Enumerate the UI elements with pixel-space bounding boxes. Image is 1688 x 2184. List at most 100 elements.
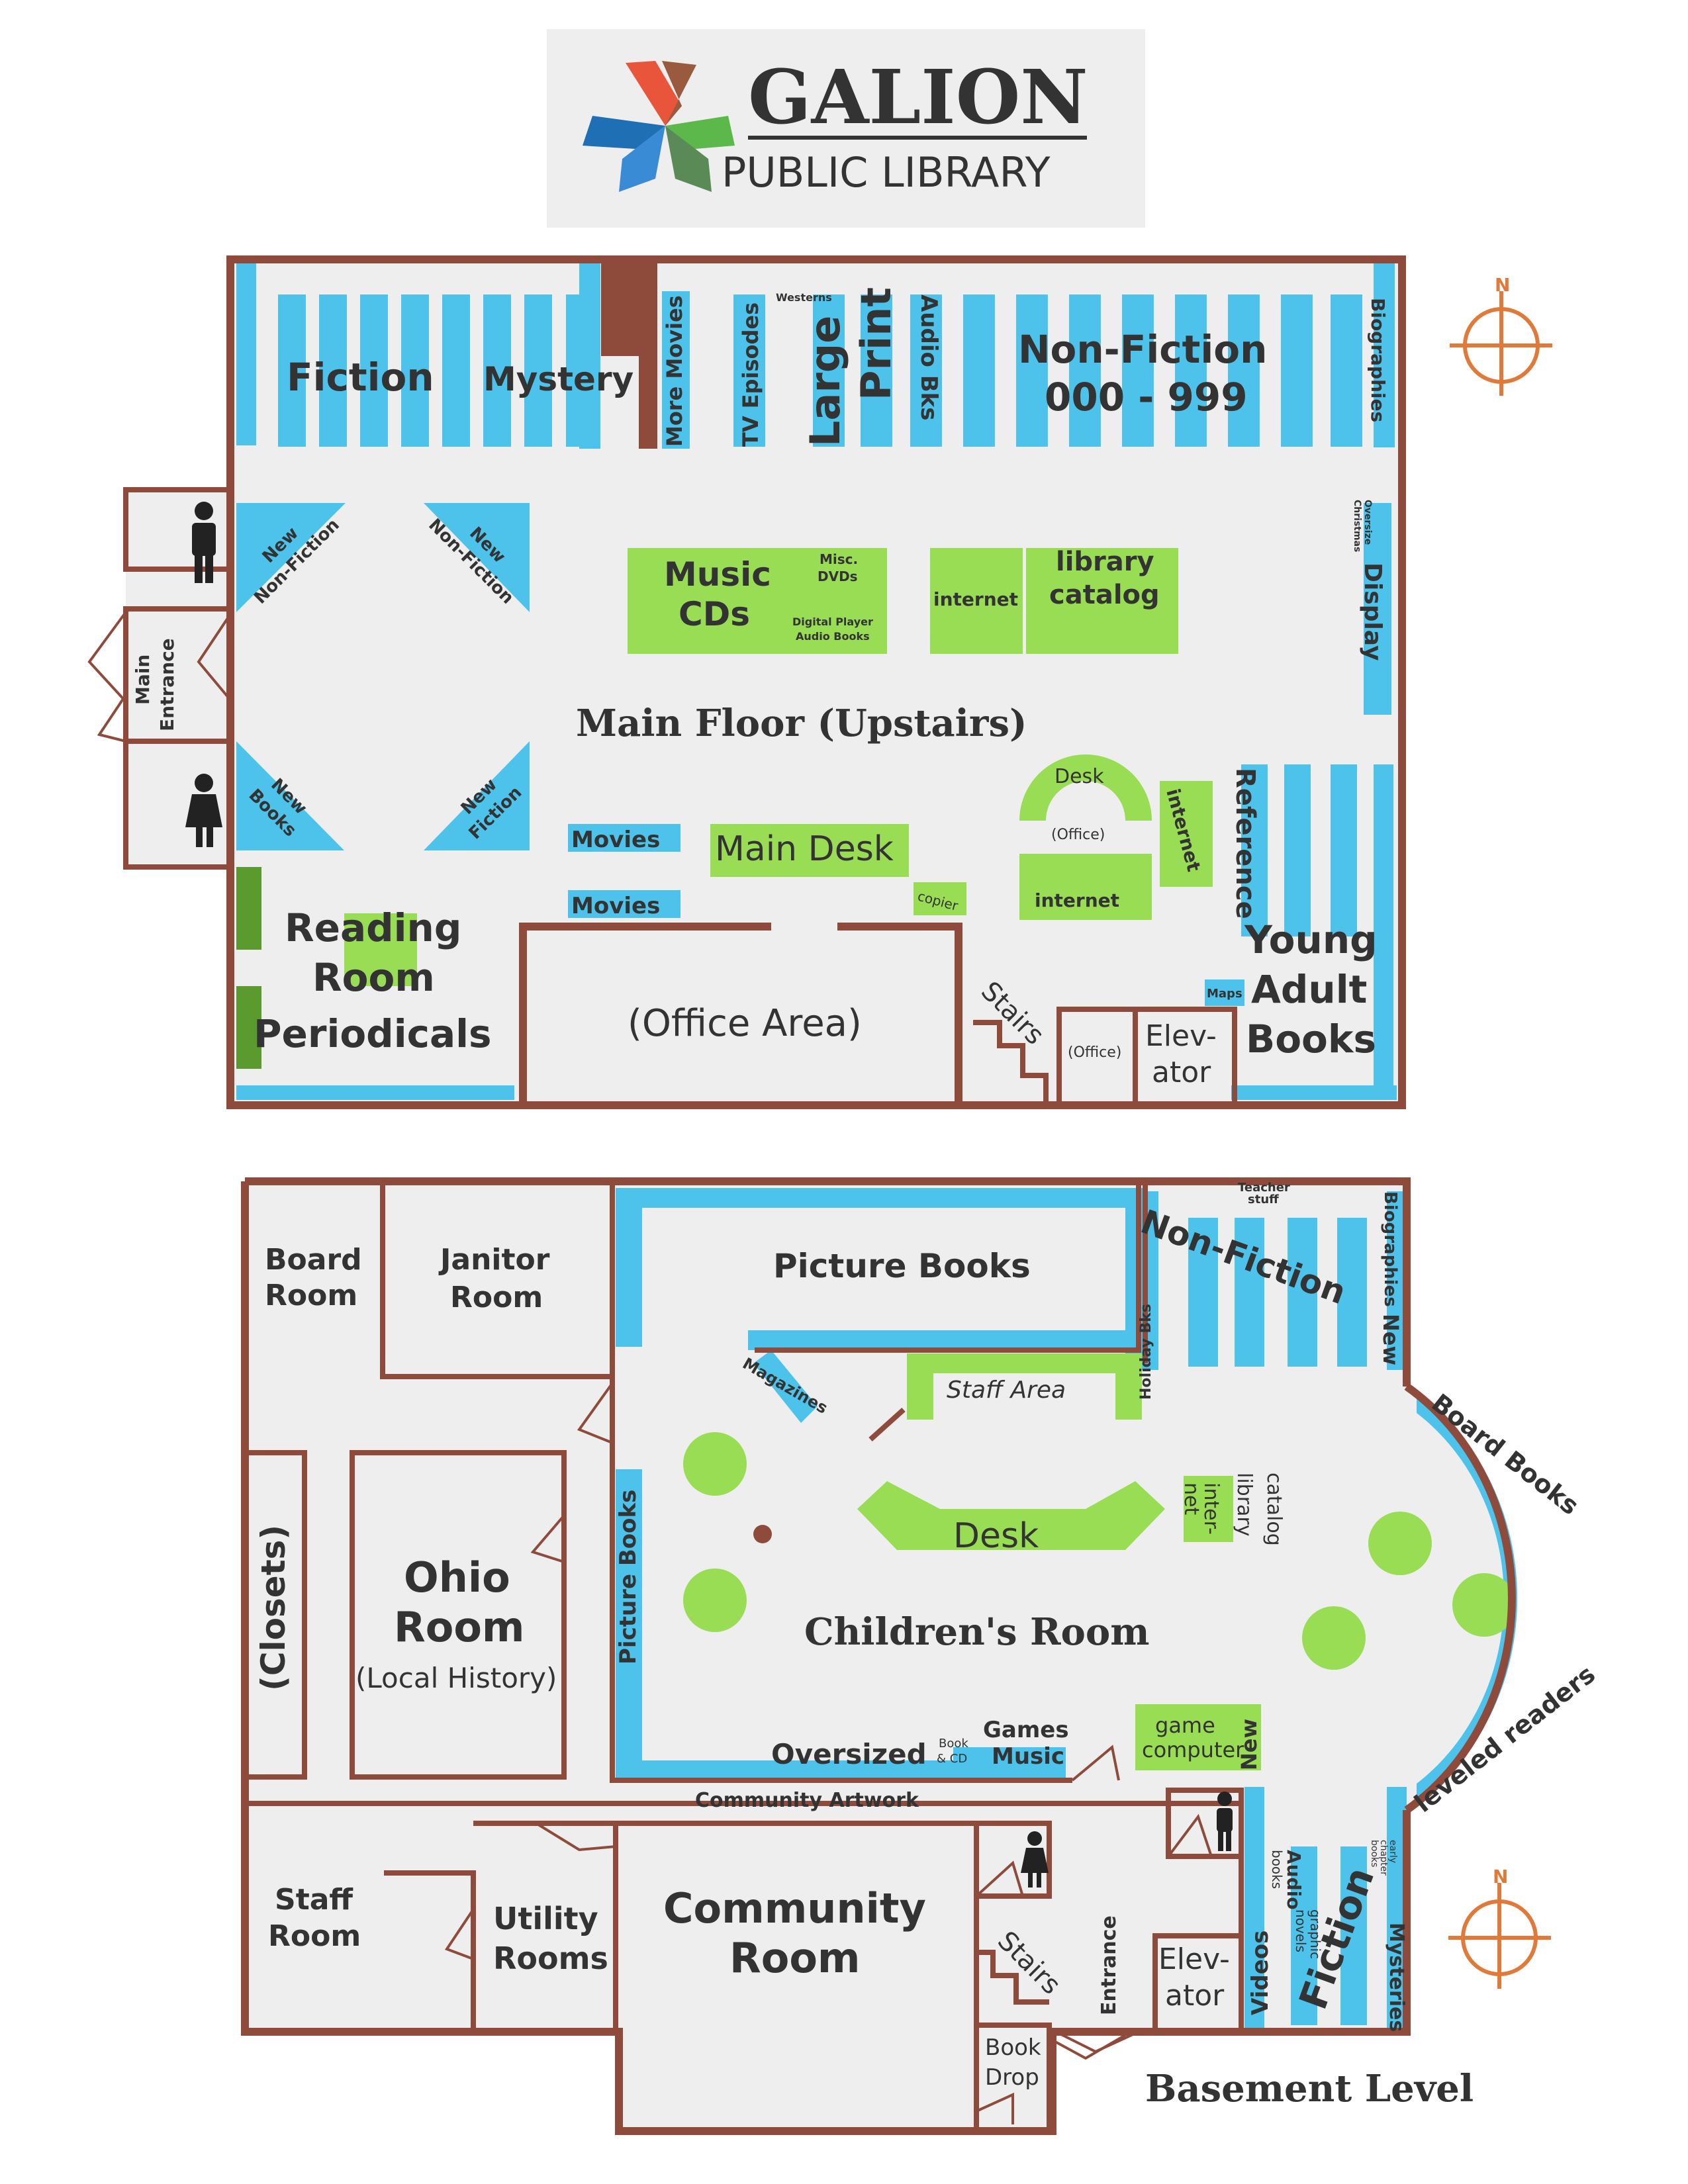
- label-utility: Utility: [493, 1901, 598, 1936]
- label-internet-kids-2: net: [1180, 1482, 1203, 1515]
- compass-rose-main: N: [1450, 274, 1552, 396]
- main-floor-title: Main Floor (Upstairs): [576, 702, 1027, 745]
- label-reference: Reference: [1230, 768, 1260, 919]
- periodicals-rack-2: [236, 986, 261, 1069]
- label-adult: Adult: [1251, 967, 1367, 1012]
- childrens-wall-shelves: [616, 1188, 1518, 2032]
- round-table-1: [683, 1432, 747, 1496]
- label-movies-1: Movies: [571, 827, 660, 853]
- label-office-area: (Office Area): [628, 1002, 862, 1045]
- label-community: Community: [663, 1884, 926, 1933]
- label-graphic: graphic: [1307, 1909, 1323, 1959]
- label-audio-books: Audio Books: [796, 630, 870, 643]
- logo-title: GALION: [748, 54, 1088, 141]
- label-biographies-kids: Biographies: [1380, 1191, 1400, 1307]
- label-board-room: Room: [265, 1279, 357, 1312]
- label-elevator-2: ator: [1152, 1056, 1211, 1089]
- label-display: Display: [1359, 563, 1386, 660]
- library-logo: GALION PUBLIC LIBRARY: [547, 29, 1145, 228]
- label-main-entrance: Main: [132, 655, 154, 705]
- label-westerns: Westerns: [776, 291, 832, 304]
- label-audio: Audio: [1283, 1850, 1305, 1909]
- catalog-table: [1026, 548, 1178, 654]
- label-audio-bks: Audio Bks: [915, 295, 942, 420]
- label-main-entrance-2: Entrance: [156, 638, 178, 731]
- mens-restroom-icon: [192, 502, 216, 583]
- label-book-drop-1: Book: [985, 2034, 1041, 2061]
- periodicals-bottom-shelf: [236, 1085, 514, 1100]
- label-maps: Maps: [1207, 987, 1243, 1001]
- office-area-walls: [519, 923, 962, 1105]
- movies-shelf-2: [568, 890, 680, 918]
- reference-shelf-1: [1241, 764, 1268, 936]
- label-christmas: Christmas: [1352, 500, 1362, 552]
- label-games: Games: [983, 1717, 1069, 1743]
- label-elevator-b1: Elev-: [1158, 1942, 1230, 1976]
- label-dvds: DVDs: [818, 569, 858, 584]
- label-periodicals: Periodicals: [254, 1011, 492, 1056]
- label-book-cd-2: & CD: [937, 1752, 967, 1766]
- label-holiday-books: Holiday Bks: [1138, 1304, 1154, 1400]
- basement-outer-walls: [241, 1177, 1516, 2135]
- womens-restroom-icon: [185, 774, 222, 847]
- internet-side-table: [1160, 781, 1213, 887]
- label-print: Print: [852, 287, 900, 400]
- childrens-room-title: Children's Room: [804, 1610, 1150, 1654]
- movies-shelf-1: [568, 824, 680, 852]
- basement-inner-walls: [242, 1181, 1244, 2131]
- ya-bottom-shelf: [1231, 1085, 1397, 1100]
- label-main-desk: Main Desk: [715, 829, 894, 869]
- reading-table: [344, 913, 417, 986]
- label-library-kids: library: [1233, 1473, 1256, 1537]
- reference-shelf-2: [1284, 764, 1311, 936]
- label-janitor-room: Room: [450, 1281, 543, 1314]
- label-music: Music: [664, 555, 771, 594]
- label-catalog-kids: catalog: [1262, 1473, 1286, 1546]
- label-tv-episodes: TV Episodes: [738, 302, 763, 447]
- label-new-side: New: [1237, 1719, 1262, 1770]
- label-computer: computer: [1142, 1737, 1244, 1762]
- label-large: Large: [801, 316, 849, 447]
- top-shelving: [236, 263, 1395, 449]
- label-staff-area: Staff Area: [947, 1377, 1066, 1404]
- stairs-elevator-walls: [973, 1007, 1237, 1108]
- label-janitor: Janitor: [438, 1243, 550, 1277]
- music-cds-table: [628, 548, 887, 654]
- basement-level-title: Basement Level: [1145, 2067, 1474, 2111]
- display-shelf: [1364, 503, 1391, 715]
- main-desk: [710, 824, 909, 877]
- label-community-artwork: Community Artwork: [695, 1789, 919, 1812]
- desk-arc: [1019, 754, 1152, 821]
- new-nonfiction-shelf-b: [424, 503, 530, 612]
- label-young: Young: [1244, 917, 1378, 962]
- label-internet-desk: internet: [1035, 889, 1119, 911]
- childrens-desk: [857, 1481, 1165, 1550]
- logo-divider: [748, 136, 1087, 140]
- label-elevator-b2: ator: [1165, 1979, 1225, 2013]
- game-computer-table: [1135, 1704, 1261, 1770]
- copier: [914, 882, 966, 915]
- label-office-desk: (Office): [1051, 827, 1105, 843]
- logo-subtitle: PUBLIC LIBRARY: [722, 148, 1051, 197]
- label-teacher-stuff: stuff: [1248, 1193, 1279, 1206]
- label-picture-books: Picture Books: [773, 1247, 1031, 1285]
- label-more-movies: More Movies: [662, 295, 687, 447]
- label-audio-books-kids: books: [1269, 1850, 1285, 1889]
- label-internet: internet: [933, 588, 1018, 610]
- round-table-5: [1302, 1606, 1366, 1670]
- label-novels: novels: [1293, 1909, 1309, 1952]
- new-books-shelf: [236, 741, 344, 850]
- label-staff: Staff: [275, 1883, 353, 1917]
- label-desk: Desk: [1055, 765, 1104, 788]
- label-utility-rooms: Rooms: [493, 1940, 608, 1976]
- reference-shelf-3: [1331, 764, 1357, 936]
- label-office-small: (Office): [1068, 1044, 1121, 1061]
- staff-area-counter: [907, 1353, 1142, 1420]
- label-nonfiction: Non-Fiction: [1018, 327, 1267, 372]
- round-table-2: [683, 1569, 747, 1632]
- label-early: early: [1387, 1840, 1398, 1863]
- label-picture-books-side: Picture Books: [615, 1490, 641, 1664]
- label-teacher: Teacher: [1238, 1181, 1290, 1195]
- label-books: Books: [1246, 1017, 1376, 1062]
